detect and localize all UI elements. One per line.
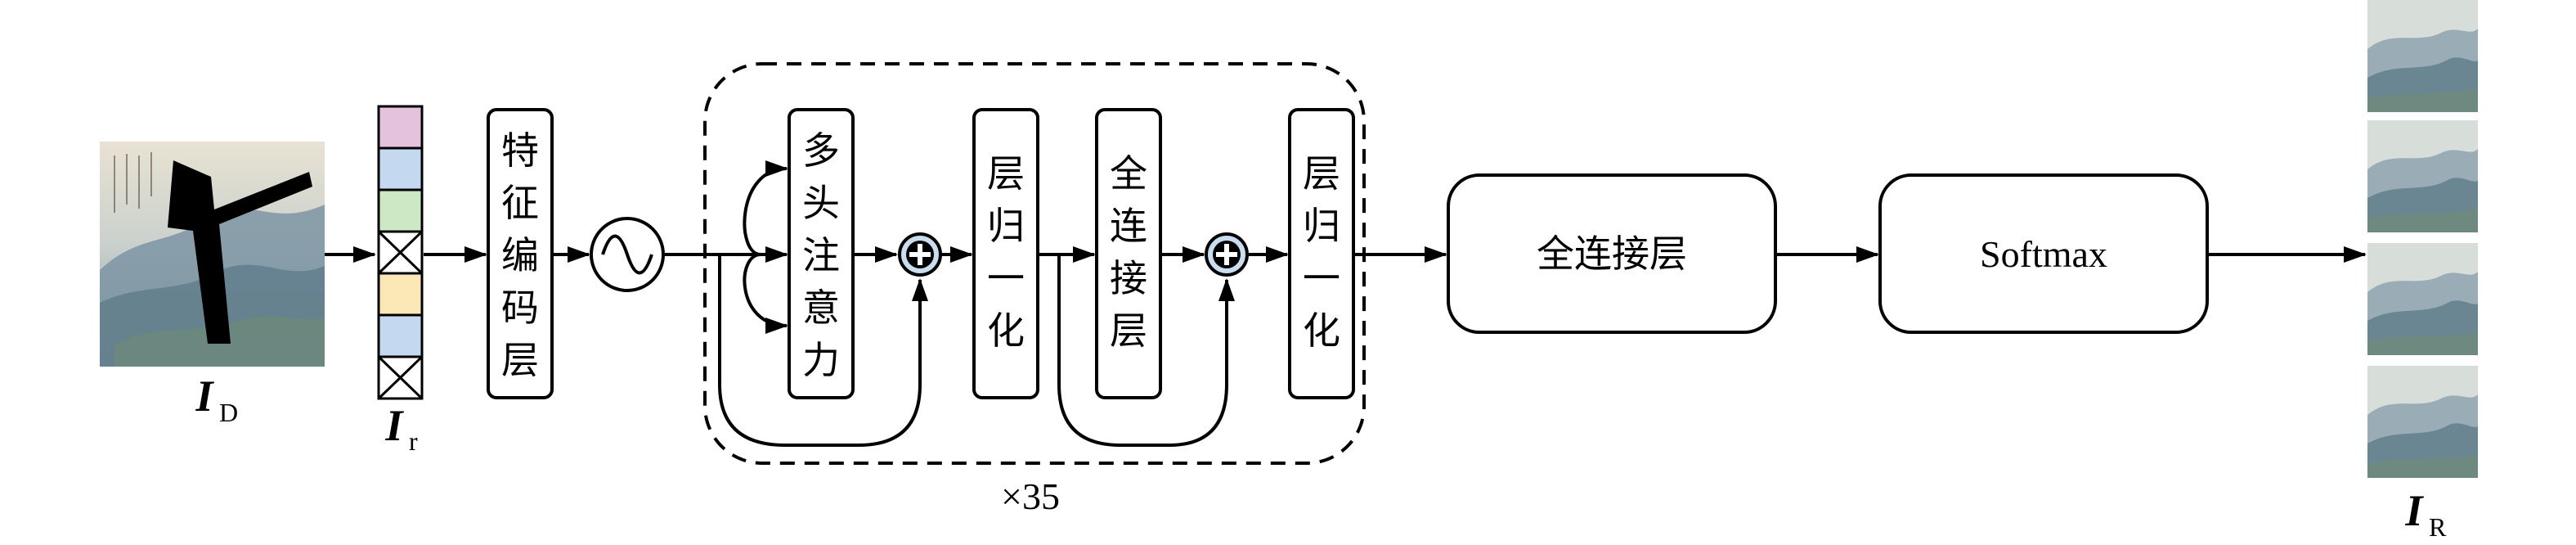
output-painting [2367,0,2478,112]
block-char: 接 [1110,256,1147,300]
damage-mask [168,160,312,344]
block-char: 码 [501,286,539,330]
block-char: 层 [1110,309,1147,353]
svg-text:r: r [409,426,418,456]
arrow-into-attention-top [743,160,788,256]
output-image-label: I R [2404,486,2447,542]
block-char: 编 [501,233,539,277]
plus-circle-icon [1205,232,1249,277]
arrow-into-attention-bottom [743,253,788,334]
sine-wave-icon [601,234,653,275]
svg-text:R: R [2429,512,2447,542]
output-paintings [2367,0,2478,478]
fully-connected-label: 全连接层 [1537,232,1687,276]
block-char: 化 [987,309,1025,353]
block-char: 归 [1303,204,1340,248]
output-painting [2367,120,2478,232]
softmax-label: Softmax [1980,233,2107,275]
residual-connection-1 [718,254,928,447]
block-char: 连 [1110,204,1147,248]
token-label: I r [384,401,418,456]
residual-connection-2 [1057,254,1235,447]
output-painting [2367,243,2478,355]
output-painting [2367,366,2478,478]
token-pink [377,105,424,150]
block-char: 层 [987,151,1025,196]
input-painting [100,142,325,367]
svg-text:D: D [219,398,238,427]
block-char: 归 [987,204,1025,248]
block-char: 层 [501,338,539,382]
block-char: 全 [1110,151,1147,196]
block-char: 征 [501,181,539,225]
block-char: 特 [501,128,539,173]
block-char: 一 [1303,256,1340,300]
masked-token [377,230,424,275]
x-cross-icon [377,230,424,275]
block-char: 头 [802,181,840,225]
block-char: 力 [802,338,840,382]
block-char: 层 [1303,151,1340,196]
x-cross-icon [377,355,424,400]
positional-encoding-node [590,217,665,292]
block-char: 注 [802,233,840,277]
masked-token [377,355,424,400]
plus-circle-icon [898,232,942,277]
token-sequence [377,105,424,400]
encoder-block-boundary [703,62,1366,465]
svg-text:I: I [195,372,214,421]
block-char: 化 [1303,309,1340,353]
repeat-count-label: ×35 [1001,475,1060,517]
block-char: 一 [987,256,1025,300]
token-blue [377,313,424,358]
token-blue [377,146,424,191]
input-image-label: I D [195,372,238,427]
svg-text:I: I [2404,486,2424,535]
svg-text:I: I [384,401,404,450]
token-green [377,188,424,233]
feed-forward-label: 全连接层 [1110,151,1147,353]
block-char: 意 [802,286,840,330]
block-char: 多 [802,128,840,173]
token-yellow [377,272,424,317]
